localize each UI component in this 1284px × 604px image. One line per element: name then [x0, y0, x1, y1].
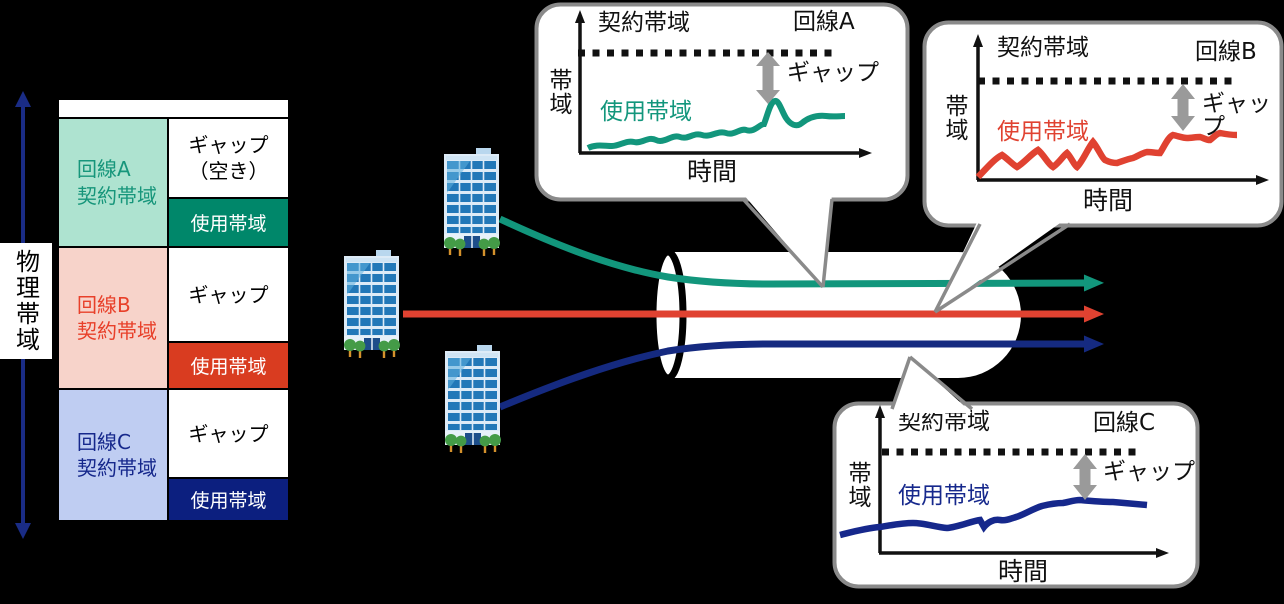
lineB-used-label: 使用帯域: [190, 356, 267, 378]
y-axis-label: 帯域: [545, 68, 571, 116]
callout-lineA-chart: [534, 2, 910, 202]
gap-label: ギャップ: [1103, 459, 1195, 485]
x-axis-label: 時間: [998, 557, 1049, 586]
x-axis-label: 時間: [1083, 186, 1134, 215]
lineC-gap-label: ギャップ: [188, 421, 269, 446]
gap-arrow-icon: [1073, 454, 1097, 500]
building-icon: [343, 250, 401, 359]
usage-wave: [586, 98, 846, 151]
line-name-label: 回線A: [793, 9, 855, 35]
cell-lineC-contract: 回線C 契約帯域: [57, 388, 169, 522]
gap-arrow-icon: [1171, 84, 1195, 131]
lineC-contract-label: 回線C 契約帯域: [77, 429, 157, 480]
line-C-navy: [498, 335, 1104, 411]
lineA-used-label: 使用帯域: [190, 213, 267, 235]
callout-lineC-chart: [832, 401, 1200, 589]
bandwidth-allocation-table: 回線A 契約帯域 ギャップ （空き） 使用帯域 回線B 契約帯域 ギャップ 使用…: [57, 98, 290, 522]
cell-lineB-used: 使用帯域: [167, 341, 290, 390]
contract-band-label: 契約帯域: [598, 10, 690, 36]
building-icon: [443, 148, 501, 257]
lineB-gap-label: ギャップ: [188, 282, 269, 307]
contract-band-label: 契約帯域: [898, 409, 990, 435]
callout-lineA: 契約帯域 回線A 帯域 使用帯域 ギャップ 時間: [534, 2, 910, 202]
building-icon: [444, 345, 502, 454]
lineC-used-label: 使用帯域: [190, 490, 267, 512]
line-name-label: 回線B: [1195, 39, 1257, 65]
line-name-label: 回線C: [1093, 410, 1156, 436]
arrow-down-icon: [15, 523, 31, 539]
used-band-label: 使用帯域: [600, 99, 692, 125]
used-band-label: 使用帯域: [898, 483, 990, 509]
cell-lineC-gap: ギャップ: [167, 388, 290, 479]
gap-arrow-icon: [756, 52, 780, 104]
usage-wave: [839, 496, 1148, 539]
lineA-contract-label: 回線A 契約帯域: [77, 157, 157, 208]
usage-wave: [975, 129, 1238, 180]
cell-lineB-contract: 回線B 契約帯域: [57, 246, 169, 390]
lineA-gap-label: ギャップ （空き）: [188, 133, 269, 183]
gap-label: ギャップ: [1202, 91, 1271, 140]
physical-bandwidth-label: 物理帯域: [0, 243, 52, 359]
y-axis-label: 帯域: [941, 94, 967, 142]
cell-lineA-contract: 回線A 契約帯域: [57, 117, 169, 248]
lineB-contract-label: 回線B 契約帯域: [77, 292, 157, 343]
callout-lineC: 契約帯域 回線C 帯域 使用帯域 ギャップ 時間: [832, 401, 1200, 589]
y-axis-label: 帯域: [844, 461, 870, 509]
gap-label: ギャップ: [787, 60, 879, 86]
callout-lineB-chart: [922, 20, 1284, 228]
contract-band-label: 契約帯域: [997, 35, 1089, 61]
x-axis-label: 時間: [687, 157, 738, 186]
arrow-up-icon: [15, 91, 31, 107]
callout-lineB: 契約帯域 回線B 帯域 使用帯域 ギャップ 時間: [922, 20, 1284, 228]
line-A-green: [498, 215, 1104, 292]
cell-lineC-used: 使用帯域: [167, 477, 290, 522]
used-band-label: 使用帯域: [997, 119, 1089, 145]
